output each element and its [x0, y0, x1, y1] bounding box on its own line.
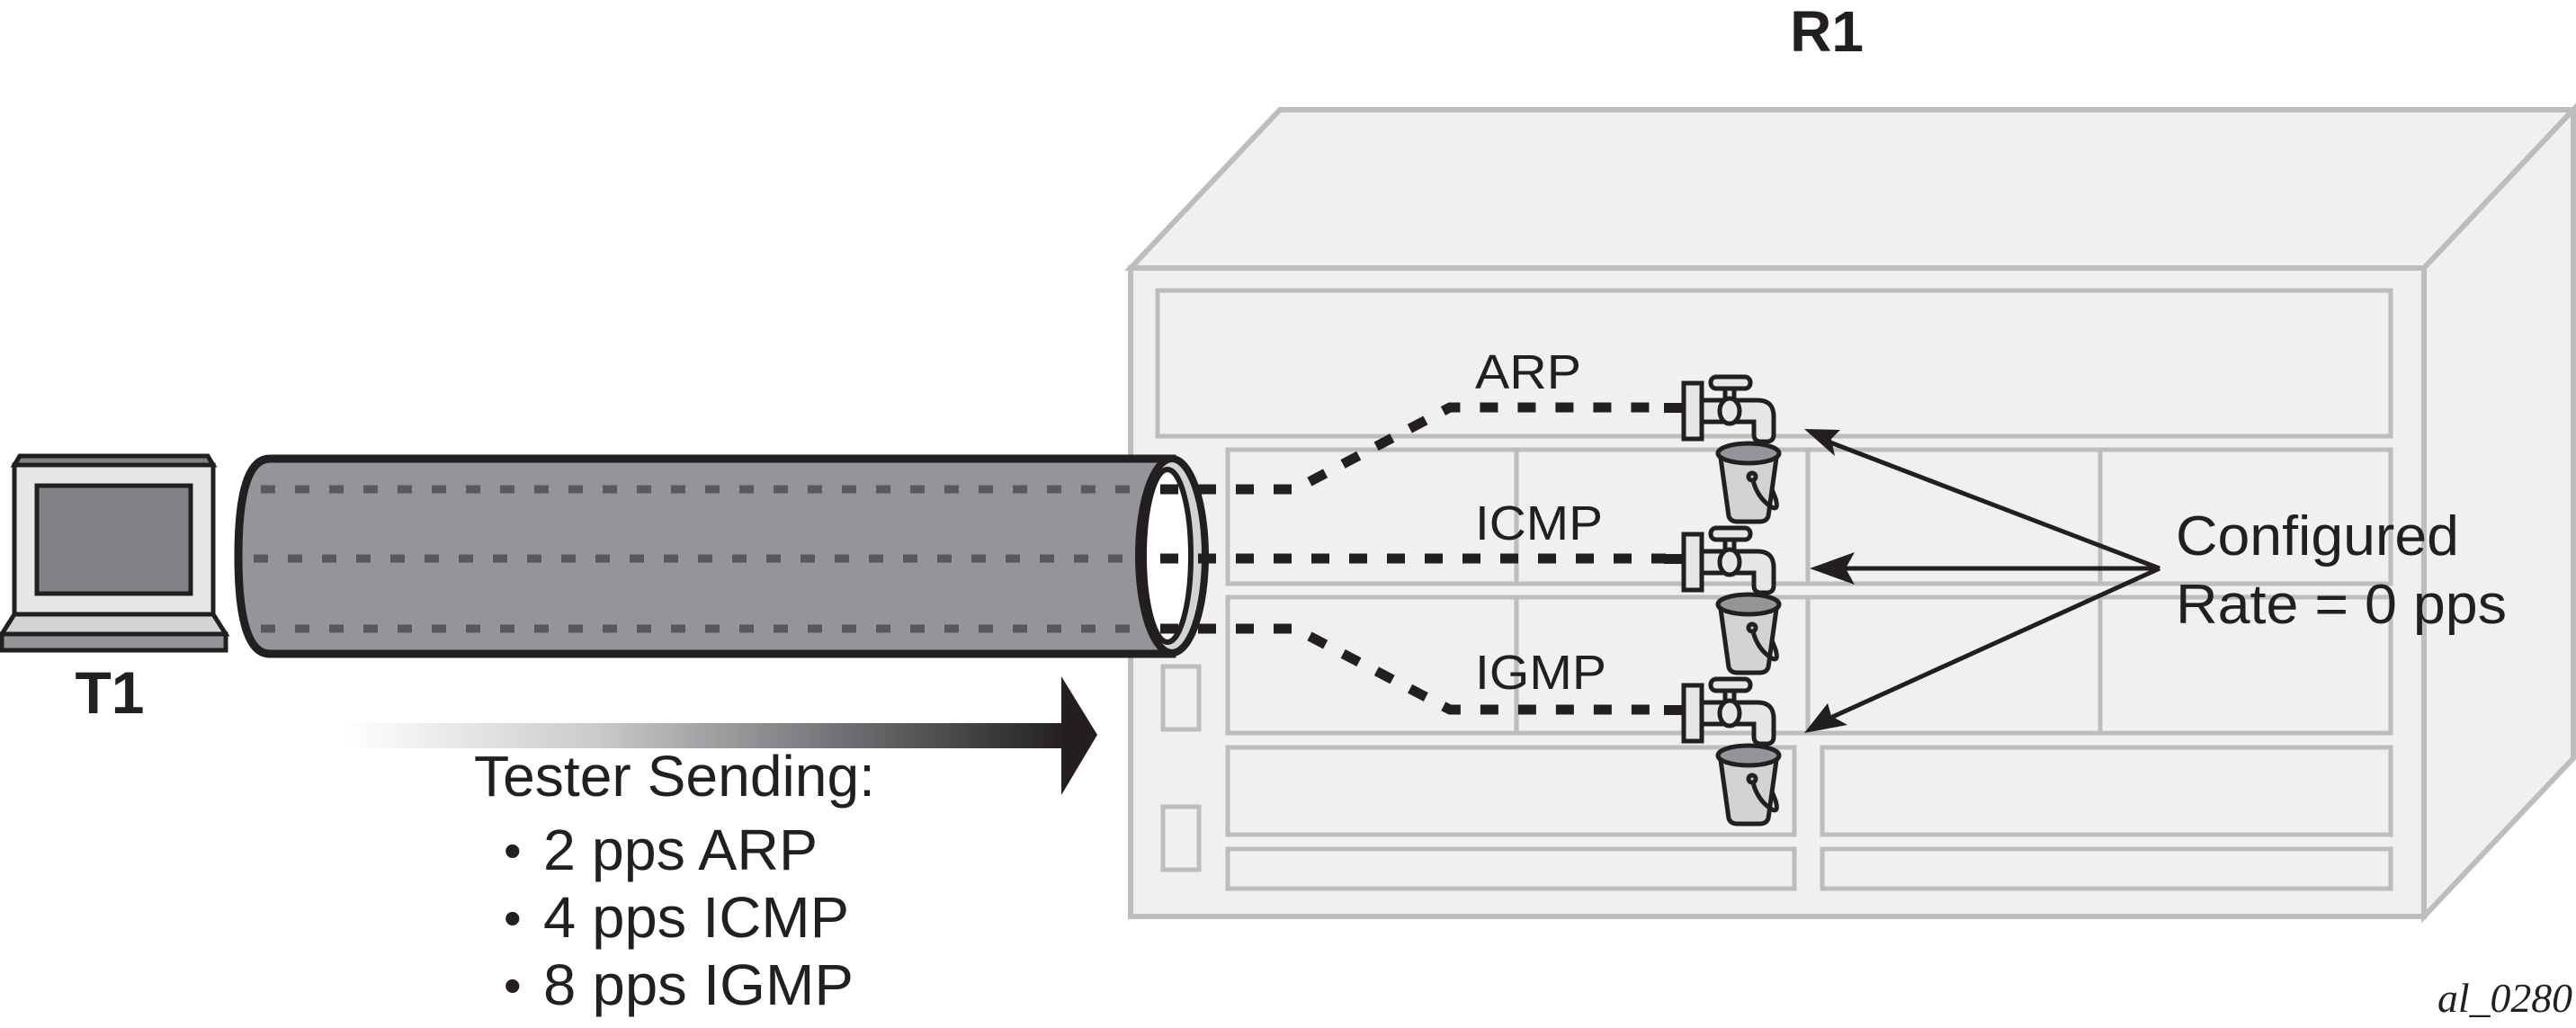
laptop-screen — [34, 483, 193, 596]
bucket-icon — [1718, 746, 1779, 824]
gradient-arrow-icon — [346, 676, 1097, 795]
tester-label: T1 — [75, 659, 144, 726]
module-indicator — [1160, 664, 1202, 732]
figure-id: al_0280 — [2437, 975, 2572, 1021]
arrowhead-icon — [1810, 552, 1855, 585]
router-chassis — [1124, 103, 2576, 924]
tester-sending-item-icmp: 4 pps ICMP — [543, 885, 849, 950]
tester-sending-title: Tester Sending: — [474, 744, 875, 809]
tester-sending-bullet: • — [504, 889, 522, 946]
slot — [1820, 745, 2393, 837]
flow-paths — [1160, 402, 1666, 715]
tester-sending-item-arp: 2 pps ARP — [543, 818, 818, 882]
slot — [1820, 846, 2393, 891]
tester-sending-item-igmp: 8 pps IGMP — [543, 952, 854, 1017]
tester-sending-block: Tester Sending: • 2 pps ARP • 4 pps ICMP… — [474, 744, 875, 1017]
chassis-top-face — [1124, 107, 2576, 271]
router-label: R1 — [1790, 0, 1864, 64]
configured-rate-line2: Rate = 0 pps — [2176, 574, 2507, 636]
rate-pointers — [1804, 429, 2161, 733]
arrowhead-icon — [1804, 703, 1847, 733]
tester-sending-bullet: • — [504, 822, 522, 879]
flow-path-igmp — [1160, 623, 1666, 715]
tube-icon — [234, 454, 1209, 658]
bucket-icon — [1718, 443, 1779, 522]
bucket-icon — [1718, 594, 1779, 673]
slot — [2097, 447, 2393, 586]
flow-path-arp — [1160, 402, 1666, 495]
laptop-icon — [0, 453, 230, 653]
arrowhead-icon — [1804, 429, 1840, 456]
configured-rate-line1: Configured — [2176, 505, 2459, 568]
flow-label-arp: ARP — [1475, 345, 1581, 399]
module-indicator — [1160, 804, 1202, 872]
slot — [2097, 594, 2393, 736]
slot — [1225, 745, 1797, 837]
slot — [1225, 846, 1797, 891]
tester-sending-bullet: • — [504, 957, 522, 1014]
flow-label-icmp: ICMP — [1475, 496, 1603, 550]
flow-label-igmp: IGMP — [1475, 646, 1606, 700]
chassis-slots — [1155, 288, 2393, 891]
